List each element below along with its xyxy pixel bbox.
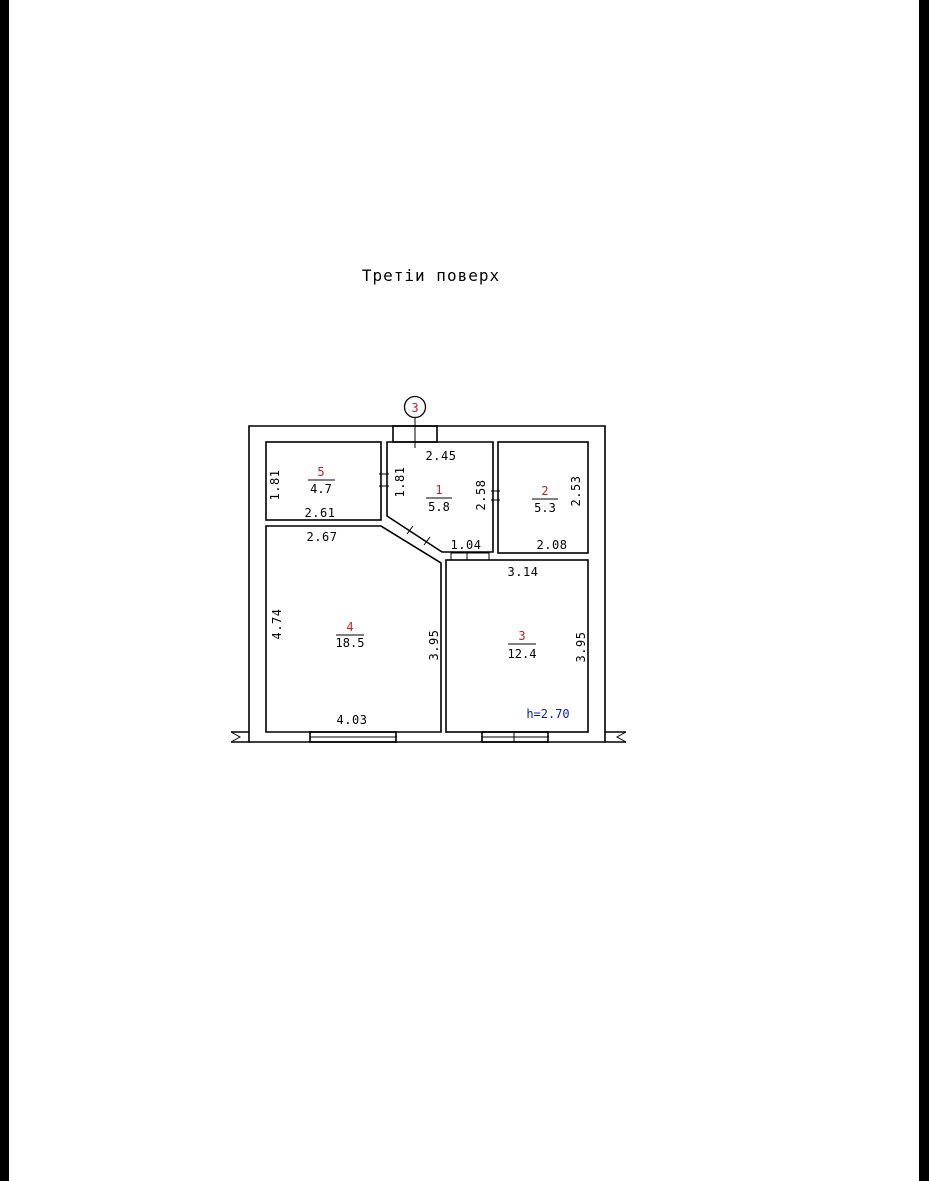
dim-room5-height: 1.81 (268, 470, 282, 501)
room-number: 2 (541, 484, 548, 498)
door-room-3 (450, 552, 490, 561)
dim-room2-right: 2.53 (569, 476, 583, 507)
room-number: 1 (435, 483, 442, 497)
dim-room1-top: 2.45 (426, 449, 457, 463)
room-area: 5.3 (534, 501, 556, 515)
room-area: 12.4 (508, 647, 537, 661)
window-room-4 (309, 731, 397, 743)
stair-marker-label: 3 (411, 401, 418, 415)
room-area: 4.7 (310, 482, 332, 496)
dim-room3-right: 3.95 (574, 632, 588, 663)
door-room-4 (406, 525, 431, 546)
outer-wall (230, 425, 627, 743)
door-room-5 (379, 473, 389, 487)
room-number: 4 (346, 620, 353, 634)
dim-room4-bottom: 4.03 (337, 713, 368, 727)
room-number: 3 (518, 629, 525, 643)
room-4-label: 4 18.5 (336, 620, 365, 650)
dim-room2-bottom: 2.08 (537, 538, 568, 552)
room-area: 5.8 (428, 500, 450, 514)
room-1-outline (386, 441, 494, 553)
dim-room4-left: 4.74 (270, 609, 284, 640)
room-area: 18.5 (336, 636, 365, 650)
room-number: 5 (317, 465, 324, 479)
room-2-label: 2 5.3 (532, 484, 558, 515)
dim-room4-top: 2.67 (307, 530, 338, 544)
floor-plan-sheet: Третiи поверх 3 (9, 0, 919, 1181)
dim-room3-top: 3.14 (508, 565, 539, 579)
dim-room1-bottom: 1.04 (451, 538, 482, 552)
window-room-3 (481, 731, 549, 743)
room-2-outline (497, 441, 589, 554)
room-3-label: 3 12.4 (508, 629, 537, 661)
plan-title: Третiи поверх (362, 266, 500, 285)
dim-room1-right: 2.58 (474, 480, 488, 511)
ceiling-height-label: h=2.70 (526, 707, 569, 721)
stair-marker: 3 (392, 395, 438, 448)
dim-room4-right: 3.95 (427, 630, 441, 661)
door-room-2 (491, 490, 500, 501)
room-5-label: 5 4.7 (308, 465, 335, 496)
room-5-outline (265, 441, 382, 521)
room-1-label: 1 5.8 (426, 483, 452, 514)
floor-plan-drawing: Третiи поверх 3 (230, 266, 627, 743)
dim-room1-left: 1.81 (393, 467, 407, 498)
room-4-outline (265, 525, 442, 733)
dim-room5-bottom: 2.61 (305, 506, 336, 520)
